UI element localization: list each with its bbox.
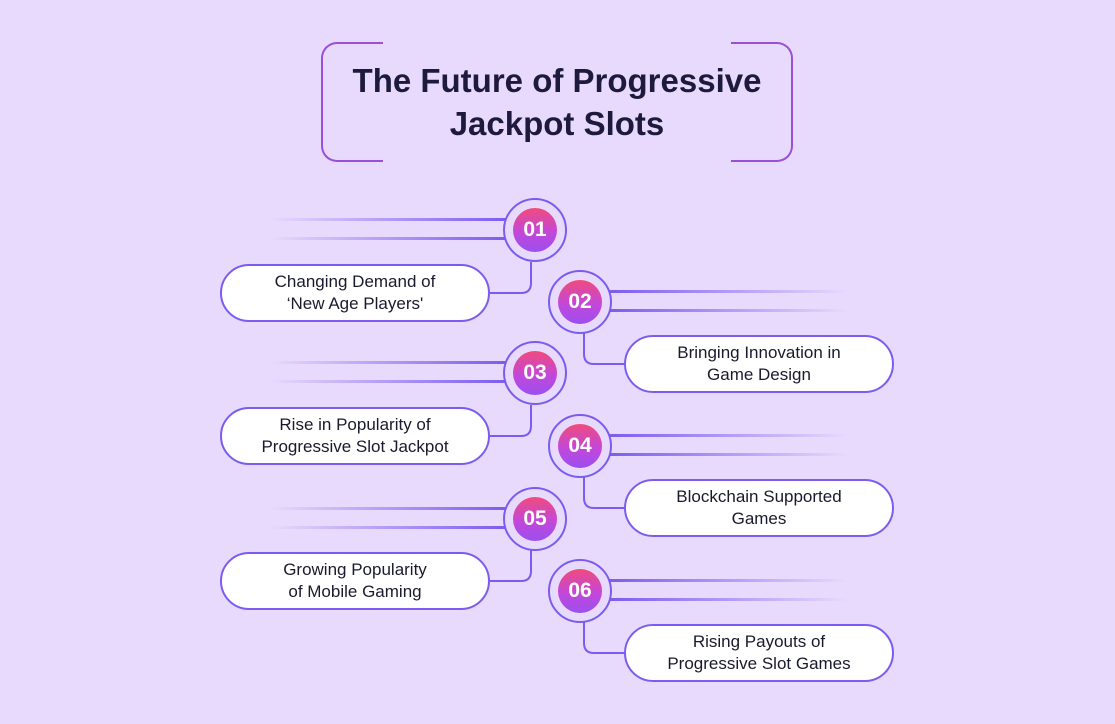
step-05-number: 05 [513, 497, 557, 541]
speed-line-06a [608, 579, 848, 582]
page-title: The Future of Progressive Jackpot Slots [352, 62, 762, 142]
step-04-badge: 04 [548, 414, 612, 478]
speed-line-03a [270, 361, 506, 364]
step-05-label: Growing Popularity of Mobile Gaming [283, 560, 427, 601]
speed-line-06b [608, 598, 848, 601]
step-04-number: 04 [558, 424, 602, 468]
step-01-card: Changing Demand of ‘New Age Players' [220, 264, 490, 322]
speed-line-02b [608, 309, 848, 312]
step-01-number: 01 [513, 208, 557, 252]
elbow-connector-05 [488, 550, 532, 582]
step-03-card: Rise in Popularity of Progressive Slot J… [220, 407, 490, 465]
step-03-badge: 03 [503, 341, 567, 405]
step-02-badge: 02 [548, 270, 612, 334]
step-05-badge: 05 [503, 487, 567, 551]
speed-line-05b [270, 526, 506, 529]
step-04-label: Blockchain Supported Games [676, 487, 842, 528]
elbow-connector-04 [583, 477, 626, 509]
speed-line-04b [608, 453, 848, 456]
title-box: The Future of Progressive Jackpot Slots [321, 42, 793, 162]
step-01-badge: 01 [503, 198, 567, 262]
elbow-connector-01 [488, 262, 532, 294]
elbow-connector-03 [488, 405, 532, 437]
speed-line-03b [270, 380, 506, 383]
step-06-number: 06 [558, 569, 602, 613]
elbow-connector-02 [583, 333, 626, 365]
step-02-card: Bringing Innovation in Game Design [624, 335, 894, 393]
step-03-number: 03 [513, 351, 557, 395]
elbow-connector-06 [583, 622, 626, 654]
speed-line-04a [608, 434, 848, 437]
speed-line-05a [270, 507, 506, 510]
step-03-label: Rise in Popularity of Progressive Slot J… [261, 415, 449, 456]
step-06-card: Rising Payouts of Progressive Slot Games [624, 624, 894, 682]
step-01-label: Changing Demand of ‘New Age Players' [274, 272, 436, 313]
step-02-label: Bringing Innovation in Game Design [677, 343, 841, 384]
step-04-card: Blockchain Supported Games [624, 479, 894, 537]
step-06-label: Rising Payouts of Progressive Slot Games [667, 632, 851, 673]
step-06-badge: 06 [548, 559, 612, 623]
speed-line-02a [608, 290, 848, 293]
step-05-card: Growing Popularity of Mobile Gaming [220, 552, 490, 610]
step-02-number: 02 [558, 280, 602, 324]
speed-line-01a [270, 218, 506, 221]
speed-line-01b [270, 237, 506, 240]
